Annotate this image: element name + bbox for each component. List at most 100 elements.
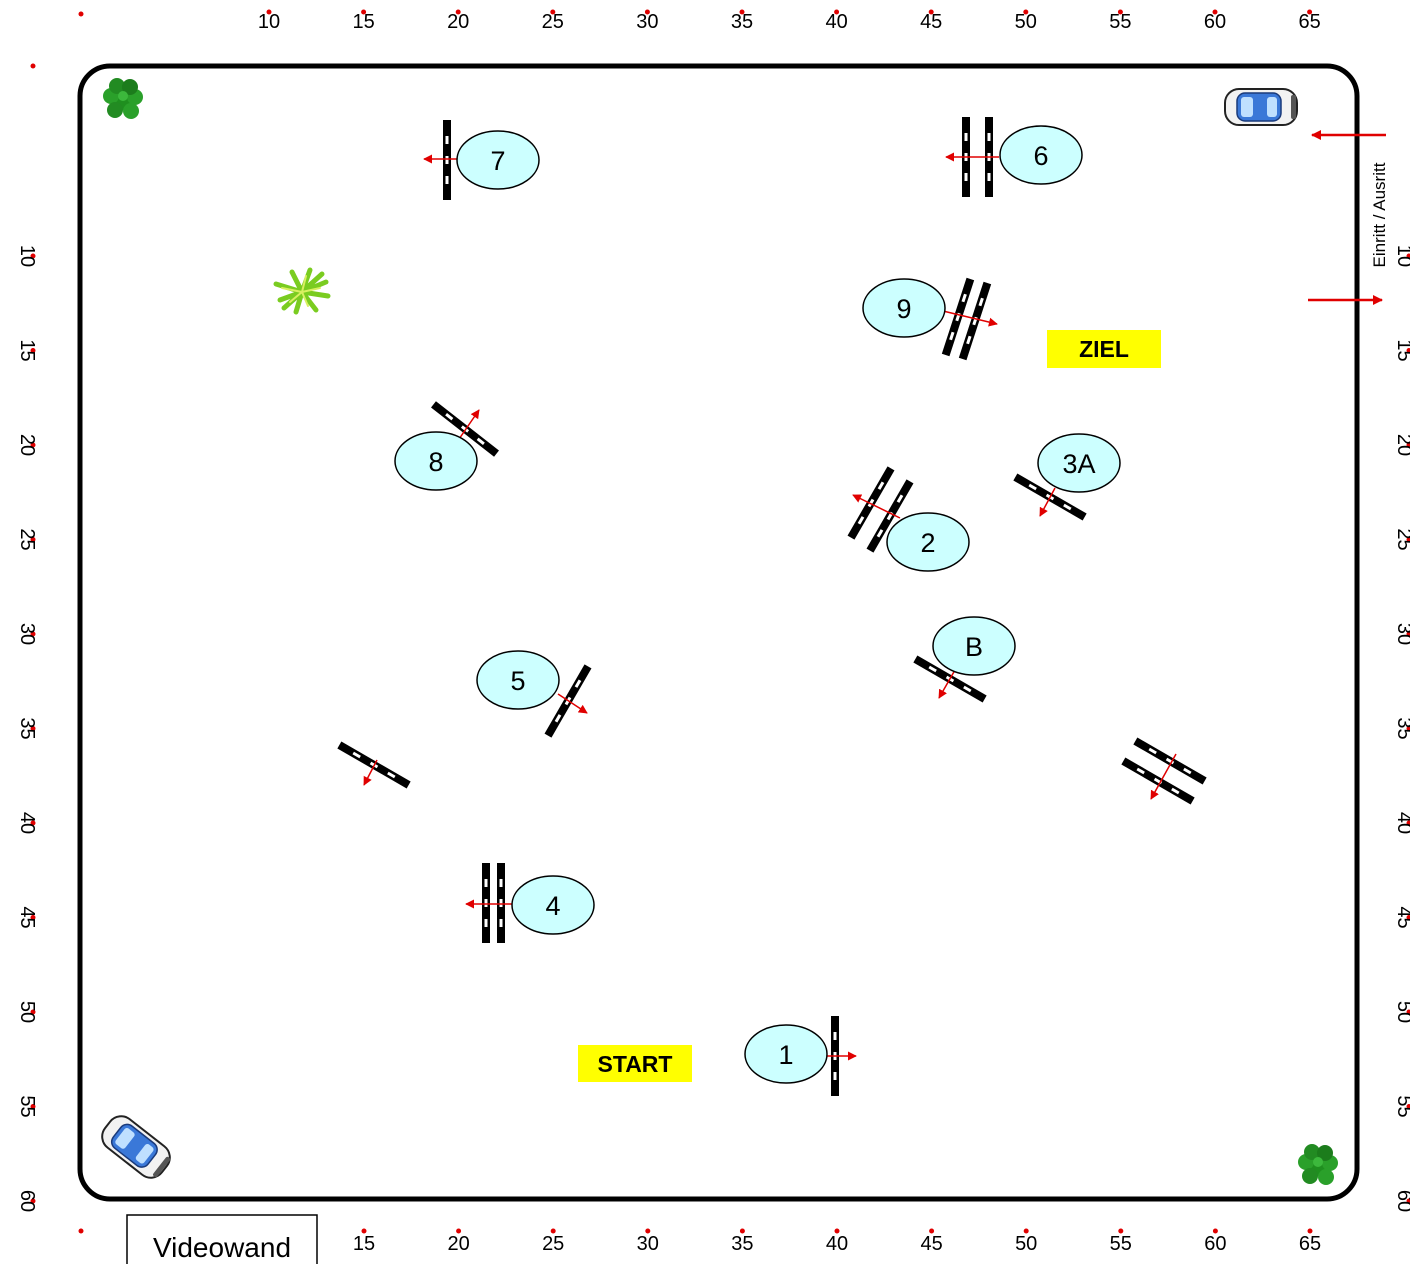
jump-3a-marker (1037, 433, 1121, 493)
corner-dot (78, 11, 84, 17)
ruler-top-label: 40 (825, 11, 847, 33)
ruler-left-label: 35 (16, 717, 38, 739)
ruler-left-label: 10 (16, 245, 38, 267)
ruler-left-label: 60 (16, 1190, 38, 1212)
ruler-dot (1406, 1009, 1410, 1015)
ruler-dot (1406, 348, 1410, 353)
ruler-right-label: 25 (1393, 528, 1410, 550)
ruler-dot (550, 1228, 556, 1234)
ruler-dot (30, 1198, 36, 1204)
ruler-dot (1023, 1228, 1029, 1234)
jump-4-rail (497, 863, 505, 943)
ruler-dot (30, 1104, 36, 1109)
ruler-top-label: 20 (447, 11, 469, 33)
ruler-bottom-label: 55 (1110, 1233, 1132, 1255)
ruler-left-label: 45 (16, 906, 38, 928)
jump-6-marker (999, 125, 1083, 185)
start-label: START (578, 1045, 692, 1082)
ruler-dot (1406, 253, 1410, 259)
ruler-dot (30, 631, 36, 637)
ruler-bottom-label: 45 (920, 1233, 942, 1255)
ruler-dot (361, 9, 367, 15)
ruler-dot (1307, 9, 1313, 15)
ruler-top-label: 35 (731, 11, 753, 33)
unnumbered-jump-arrow (363, 759, 378, 786)
ruler-top-label: 65 (1298, 11, 1320, 33)
ruler-top-label: 30 (636, 11, 658, 33)
jump-2-marker (886, 512, 970, 572)
jump-4-rail (482, 863, 490, 943)
jump-b-label: B (965, 632, 983, 662)
ruler-right-label: 40 (1393, 812, 1410, 834)
ruler-right-label: 30 (1393, 623, 1410, 645)
corner-dot (78, 1228, 84, 1234)
jump-9-arrow (942, 310, 998, 327)
jump-2-arrow (852, 494, 901, 519)
ruler-dot (30, 915, 36, 920)
ruler-left-label: 15 (16, 339, 38, 361)
jump-3a-arrow (1039, 487, 1056, 517)
jump-b-marker (932, 616, 1016, 676)
ruler-bottom-label: 35 (731, 1233, 753, 1255)
ruler-dot (1406, 631, 1410, 637)
entrance-label: Einritt / Ausritt (1370, 162, 1389, 267)
jump-8-label: 8 (428, 447, 443, 477)
ruler-bottom-label: 60 (1204, 1233, 1226, 1255)
ruler-dot (550, 9, 556, 15)
entrance-marker: Einritt / Ausritt (1308, 130, 1389, 305)
ruler-right-label: 35 (1393, 717, 1410, 739)
ruler-dot (1212, 1228, 1218, 1234)
bush-icon (1298, 1144, 1338, 1185)
ruler-bottom-label: 50 (1015, 1233, 1037, 1255)
jump-2-label: 2 (920, 528, 935, 558)
ruler-dot (739, 1228, 745, 1234)
ruler-top-label: 10 (258, 11, 280, 33)
jump-8-arrow (456, 409, 480, 443)
car-icon (95, 1109, 177, 1185)
jump-7-label: 7 (490, 146, 505, 176)
ruler-dot (739, 9, 745, 15)
ruler-dot (30, 253, 36, 259)
ruler-bottom-label: 40 (826, 1233, 848, 1255)
ruler-bottom-label: 20 (447, 1233, 469, 1255)
ruler-dot (929, 1228, 935, 1234)
ruler-top-label: 55 (1109, 11, 1131, 33)
ruler-dot (1117, 9, 1123, 15)
jump-1-label: 1 (778, 1040, 793, 1070)
ruler-dot (834, 1228, 840, 1234)
jump-5-arrow (557, 693, 588, 714)
ziel-text: ZIEL (1079, 336, 1129, 362)
jump-3a-label: 3A (1062, 449, 1095, 479)
corner-dot (30, 63, 36, 69)
ruler-dot (455, 9, 461, 15)
ruler-dot (834, 9, 840, 15)
unnumbered-oxer-arrow (1150, 753, 1177, 800)
ruler-dot (1118, 1228, 1124, 1234)
jump-5-label: 5 (510, 666, 525, 696)
ruler-dot (1023, 9, 1029, 15)
ruler-left-label: 50 (16, 1001, 38, 1023)
ruler-dot (644, 9, 650, 15)
jump-1-marker (744, 1024, 828, 1084)
ruler-dot (1307, 1228, 1313, 1234)
ruler-dot (1406, 820, 1410, 826)
bush-icon (103, 78, 143, 119)
ruler-bottom-label: 15 (353, 1233, 375, 1255)
ruler-top-label: 25 (542, 11, 564, 33)
arena-boundary (77, 63, 1360, 1202)
ruler-dot (1406, 537, 1410, 542)
jump-8-marker (394, 431, 478, 491)
jump-4-marker (511, 875, 595, 935)
ruler-dot (1406, 1198, 1410, 1204)
ruler-dot (30, 726, 36, 731)
ruler-dot (456, 1228, 462, 1234)
jump-4-label: 4 (545, 891, 560, 921)
ruler-top-label: 45 (920, 11, 942, 33)
ruler-dot (1406, 1104, 1410, 1109)
ruler-left-label: 40 (16, 812, 38, 834)
